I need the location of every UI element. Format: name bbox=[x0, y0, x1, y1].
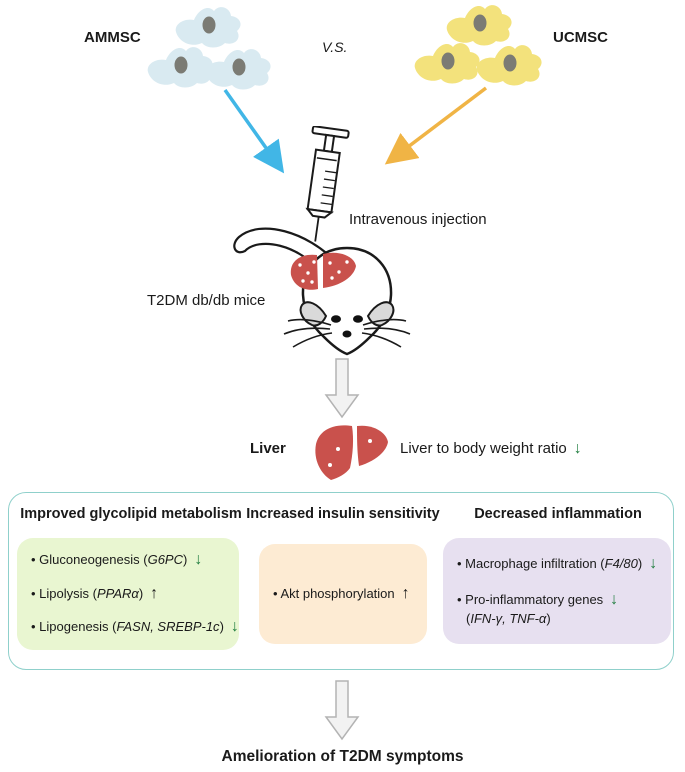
results-box: Improved glycolipid metabolism Increased… bbox=[8, 492, 674, 670]
gene-name: F4/80 bbox=[604, 555, 638, 571]
bullet-text: ) bbox=[182, 552, 188, 568]
outcome-label: Amelioration of T2DM symptoms bbox=[221, 748, 464, 765]
yellow-arrow-icon bbox=[384, 86, 488, 165]
mouse-face bbox=[331, 315, 363, 338]
panel-heading-inflammation: Decreased inflammation bbox=[474, 506, 642, 522]
ucmsc-cells-icon bbox=[414, 5, 542, 86]
down-arrow-icon: ↓ bbox=[194, 551, 203, 569]
blue-arrow-icon bbox=[223, 88, 285, 174]
panel-heading-glycolipid: Improved glycolipid metabolism bbox=[20, 506, 242, 522]
mouse-icon bbox=[233, 227, 411, 356]
gene-name: PPARα bbox=[96, 585, 139, 601]
bullet-text: Lipogenesis ( bbox=[39, 618, 117, 634]
bullet-macrophage: Macrophage infiltration (F4/80) ↓ bbox=[457, 554, 671, 575]
panel-heading-insulin: Increased insulin sensitivity bbox=[246, 506, 440, 522]
bullet-text: ) bbox=[546, 611, 551, 627]
down-block-arrow-icon bbox=[324, 358, 360, 419]
bullet-text: Gluconeogenesis ( bbox=[39, 552, 148, 568]
panel-inflammation: Macrophage infiltration (F4/80) ↓ Pro-inf… bbox=[443, 538, 671, 644]
ammsc-cells-icon bbox=[147, 7, 271, 90]
down-block-arrow-icon bbox=[324, 680, 360, 741]
liver-label: Liver bbox=[250, 440, 286, 457]
gene-list-line: (IFN-γ, TNF-α) bbox=[466, 611, 671, 628]
injection-label: Intravenous injection bbox=[349, 211, 487, 228]
bullet-akt: Akt phosphorylation ↑ bbox=[273, 584, 427, 605]
gene-name: FASN, SREBP-1c bbox=[116, 618, 220, 634]
mouse-tail bbox=[233, 227, 339, 277]
bullet-text: Pro-inflammatory genes bbox=[465, 592, 604, 608]
ammsc-label: AMMSC bbox=[84, 29, 141, 46]
bullet-text: Lipolysis ( bbox=[39, 585, 97, 601]
bullet-text: Akt phosphorylation bbox=[280, 585, 395, 601]
liver-ratio-label: Liver to body weight ratio ↓ bbox=[400, 440, 582, 458]
up-arrow-icon: ↑ bbox=[401, 584, 410, 602]
panel-glycolipid: Gluconeogenesis (G6PC) ↓ Lipolysis (PPARα… bbox=[17, 538, 239, 650]
down-arrow-icon: ↓ bbox=[230, 617, 239, 635]
gene-name: G6PC bbox=[147, 552, 183, 568]
ucmsc-label: UCMSC bbox=[553, 29, 608, 46]
bullet-gluconeogenesis: Gluconeogenesis (G6PC) ↓ bbox=[31, 550, 239, 571]
down-arrow-icon: ↓ bbox=[573, 440, 582, 457]
gene-name: IFN-γ, TNF-α bbox=[470, 611, 547, 627]
bullet-text: ) bbox=[637, 555, 643, 571]
mouse-whiskers bbox=[283, 318, 411, 348]
bullet-text: ( bbox=[466, 611, 471, 627]
bullet-lipogenesis: Lipogenesis (FASN, SREBP-1c) ↓ bbox=[31, 617, 239, 638]
versus-label: V.S. bbox=[322, 39, 348, 55]
bullet-text: ) bbox=[138, 585, 144, 601]
up-arrow-icon: ↑ bbox=[150, 584, 159, 602]
bullet-proinflammatory: Pro-inflammatory genes ↓ (IFN-γ, TNF-α) bbox=[457, 590, 671, 628]
syringe-icon bbox=[305, 126, 350, 242]
liver-dots bbox=[298, 260, 349, 284]
down-arrow-icon: ↓ bbox=[649, 554, 658, 572]
down-arrow-icon: ↓ bbox=[610, 591, 619, 609]
liver-ratio-text: Liver to body weight ratio bbox=[400, 440, 567, 457]
panel-insulin: Akt phosphorylation ↑ bbox=[259, 544, 427, 644]
bullet-text: Macrophage infiltration ( bbox=[465, 555, 605, 571]
bullet-lipolysis: Lipolysis (PPARα) ↑ bbox=[31, 584, 239, 605]
mouse-label: T2DM db/db mice bbox=[147, 292, 266, 309]
bullet-text: ) bbox=[219, 618, 224, 634]
liver-icon bbox=[315, 425, 388, 480]
